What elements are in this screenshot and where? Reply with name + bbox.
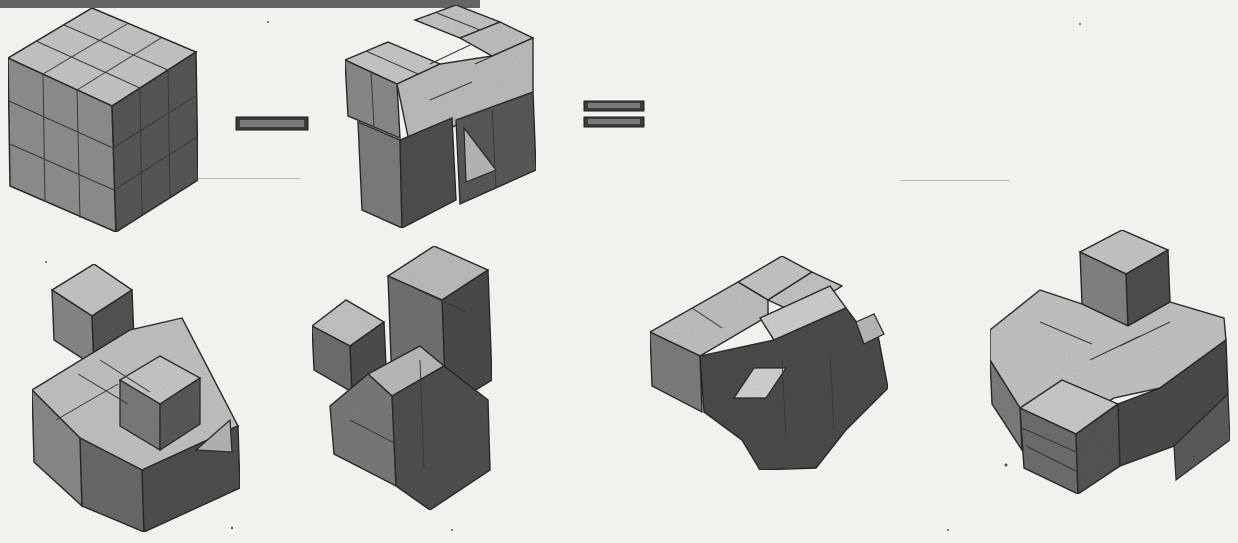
equals-sign <box>584 101 644 127</box>
minus-sign <box>236 117 308 130</box>
solid-cube <box>8 8 198 232</box>
piece-2 <box>312 246 492 510</box>
piece-1 <box>32 264 240 532</box>
cube-with-cavity <box>345 5 536 228</box>
piece-3 <box>650 256 888 470</box>
piece-4 <box>990 230 1230 494</box>
